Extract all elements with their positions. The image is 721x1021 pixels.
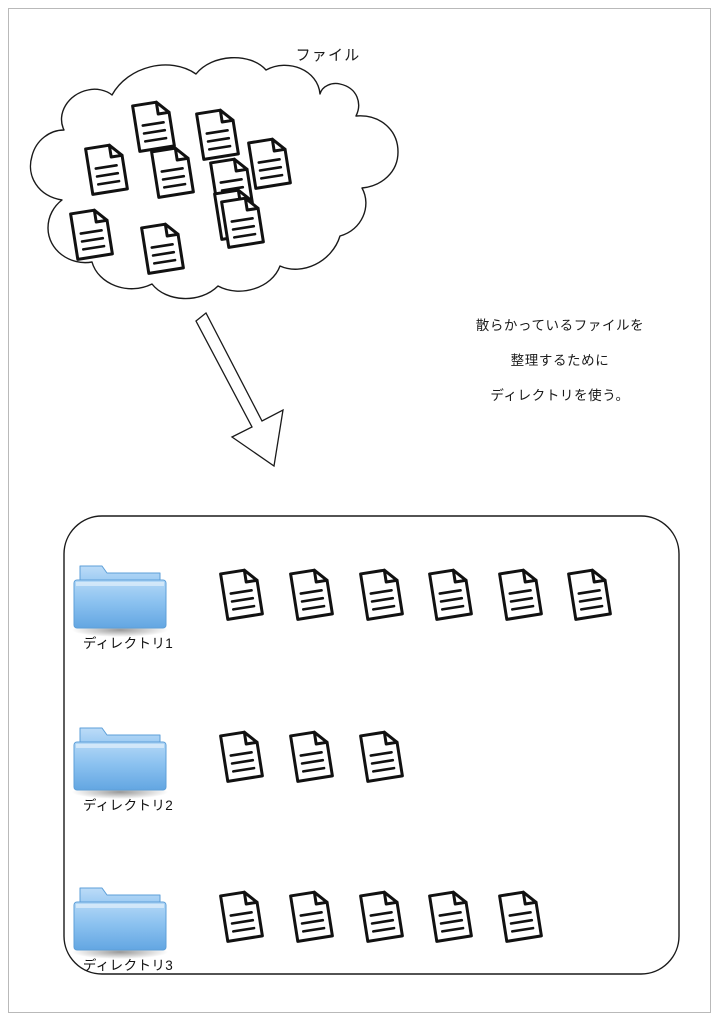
cloud-file-icon (247, 137, 292, 190)
directory-file-icon (219, 890, 264, 943)
cloud-file-icon (220, 196, 265, 249)
directory-file-icon (359, 730, 404, 783)
folder-icon-1[interactable] (72, 565, 168, 637)
folder-label-3: ディレクトリ3 (82, 958, 174, 973)
directory-file-icon (219, 730, 264, 783)
directory-file-icon (498, 568, 543, 621)
cloud-file-icon (131, 100, 176, 153)
note-line-1: 散らかっているファイルを (475, 318, 645, 333)
folder-label-2: ディレクトリ2 (82, 798, 174, 813)
directory-file-icon (428, 568, 473, 621)
note-line-2: 整理するために (510, 353, 610, 368)
cloud-file-icon (69, 208, 114, 261)
note-line-3: ディレクトリを使う。 (490, 388, 630, 403)
directory-file-icon (219, 568, 264, 621)
directory-file-icon (359, 568, 404, 621)
cloud-file-icon (84, 143, 129, 196)
directory-file-icon (289, 730, 334, 783)
cloud-file-icon (140, 222, 185, 275)
directory-file-icon (289, 890, 334, 943)
organize-arrow (195, 311, 284, 468)
explanation-note: 散らかっているファイルを 整理するために ディレクトリを使う。 (440, 308, 680, 413)
cloud-file-icon (150, 146, 195, 199)
directory-file-icon (498, 890, 543, 943)
folder-icon-3[interactable] (72, 887, 168, 959)
folder-label-1: ディレクトリ1 (82, 636, 174, 651)
directory-file-icon (359, 890, 404, 943)
cloud-file-icon (195, 108, 240, 161)
folder-icon-2[interactable] (72, 727, 168, 799)
directory-file-icon (567, 568, 612, 621)
page-title: ファイル (295, 47, 361, 64)
directory-file-icon (428, 890, 473, 943)
directory-file-icon (289, 568, 334, 621)
